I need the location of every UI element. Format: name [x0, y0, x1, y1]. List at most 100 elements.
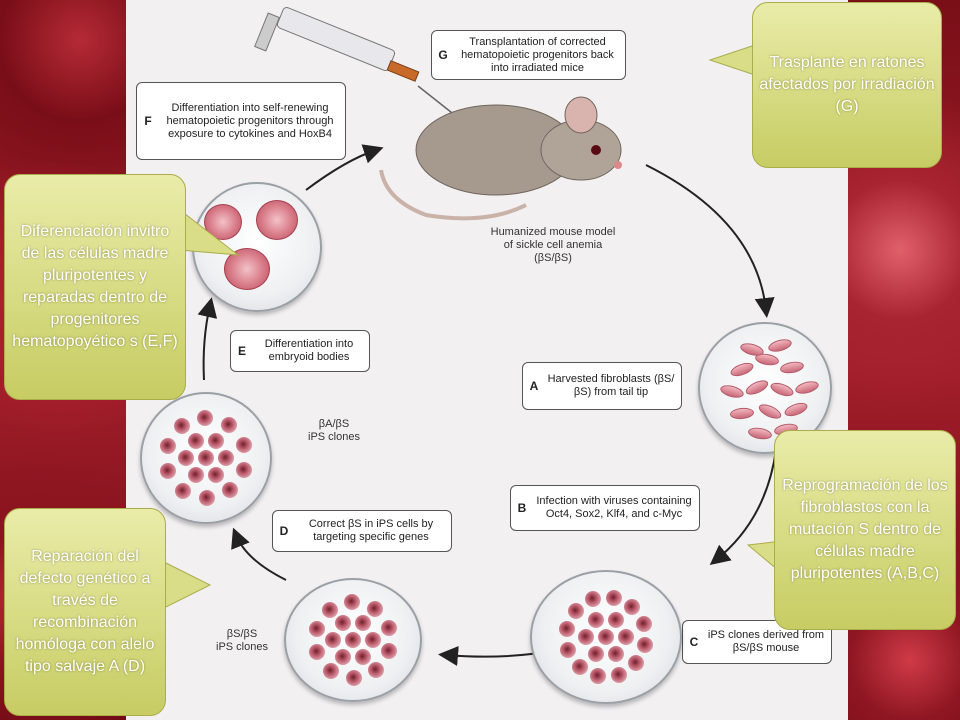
- ips-cell: [381, 643, 398, 660]
- ips-cell: [160, 462, 177, 479]
- corrected-ips-genotype: βA/βS: [318, 418, 350, 430]
- ips-cell: [308, 620, 325, 637]
- step-b-box: B Infection with viruses containing Oct4…: [510, 485, 700, 531]
- mouse-model-line2: of sickle cell anemia: [503, 239, 603, 251]
- ips-cell: [345, 669, 362, 686]
- ips-cell: [221, 417, 238, 434]
- ips-cell: [198, 489, 215, 506]
- ips-cell: [197, 410, 214, 426]
- ips-cell: [174, 417, 191, 434]
- ips-cell: [309, 644, 326, 661]
- step-c-text: iPS clones derived from βS/βS mouse: [707, 629, 825, 654]
- step-a-box: A Harvested fibroblasts (βS/βS) from tai…: [522, 362, 682, 410]
- sickle-ips-clones: iPS clones: [216, 641, 268, 653]
- callout-reprogramming-text: Reprogramación de los fibroblastos con l…: [782, 477, 948, 582]
- sickle-ips-label: βS/βS iPS clones: [202, 628, 282, 654]
- callout-reprogramming: Reprogramación de los fibroblastos con l…: [774, 430, 956, 630]
- step-g-box: G Transplantation of corrected hematopoi…: [431, 30, 626, 80]
- step-e-box: E Differentiation into embryoid bodies: [230, 330, 370, 372]
- ips-cell: [208, 432, 224, 449]
- ips-cell: [335, 649, 351, 666]
- ips-cell: [605, 589, 622, 606]
- corrected-ips-dish: [140, 392, 272, 524]
- callout-transplant-text: Trasplante en ratones afectados por irra…: [759, 54, 935, 115]
- left-upper-pointer: [179, 208, 240, 256]
- ips-cell: [380, 619, 397, 636]
- ips-cell: [558, 621, 575, 638]
- callout-repair-text: Reparación del defecto genético a través…: [15, 548, 155, 675]
- ips-cell: [578, 629, 594, 645]
- step-e-text: Differentiation into embryoid bodies: [264, 338, 354, 363]
- ips-cell: [345, 632, 361, 648]
- callout-differentiation: Diferenciación invitro de las células ma…: [4, 174, 186, 400]
- step-c-letter: C: [689, 634, 699, 649]
- corrected-ips-clones: iPS clones: [308, 431, 360, 443]
- ips-cell: [598, 629, 614, 645]
- step-d-letter: D: [279, 523, 289, 538]
- ips-cell: [618, 629, 634, 645]
- ips-cell: [366, 600, 383, 617]
- step-g-text: Transplantation of corrected hematopoiet…: [461, 35, 614, 74]
- ips-cell: [236, 461, 253, 478]
- arrow-corrected-to-embryoid: [197, 297, 218, 381]
- ips-cell: [335, 614, 351, 631]
- mouse-icon: [379, 96, 622, 221]
- arrow-mouse-to-fibroblasts: [645, 164, 775, 318]
- ips-cell: [608, 611, 624, 628]
- ips-cell: [322, 601, 339, 618]
- derived-ips-dish: [530, 570, 682, 704]
- ips-cell: [637, 636, 654, 653]
- ips-cell: [610, 666, 627, 683]
- callout-transplant: Trasplante en ratones afectados por irra…: [752, 2, 942, 168]
- ips-cell: [608, 646, 624, 663]
- ips-cell: [235, 437, 252, 454]
- ips-cell: [627, 655, 644, 672]
- arrow-progenitors-to-mouse: [305, 144, 384, 191]
- ips-cell: [323, 663, 340, 680]
- ips-cell: [588, 646, 604, 663]
- step-b-text: Infection with viruses containing Oct4, …: [536, 495, 692, 520]
- step-f-box: F Differentiation into self-renewing hem…: [136, 82, 346, 160]
- ips-cell: [571, 658, 588, 675]
- step-d-text: Correct βS in iPS cells by targeting spe…: [308, 518, 434, 543]
- ips-cell: [355, 614, 371, 631]
- step-a-letter: A: [529, 378, 539, 393]
- ips-cell: [560, 641, 577, 658]
- progenitor-colony: [256, 200, 298, 240]
- ips-cell: [355, 649, 371, 666]
- mouse-model-label: Humanized mouse model of sickle cell ane…: [478, 226, 628, 265]
- mouse-model-line3: (βS/βS): [534, 252, 572, 264]
- sickle-cell-ips-therapy-figure: G Transplantation of corrected hematopoi…: [126, 0, 848, 720]
- arrow-fibroblasts-to-ips: [709, 449, 777, 565]
- callout-repair: Reparación del defecto genético a través…: [4, 508, 166, 716]
- ips-cell: [188, 467, 204, 484]
- mouse-model-line1: Humanized mouse model: [490, 226, 616, 238]
- sickle-ips-dish: [284, 578, 422, 702]
- ips-cell: [590, 668, 607, 685]
- cycle-arrows: [197, 7, 777, 666]
- callout-differentiation-text: Diferenciación invitro de las células ma…: [12, 223, 178, 350]
- ips-cell: [624, 599, 641, 616]
- ips-cell: [367, 662, 384, 679]
- ips-cell: [208, 467, 224, 484]
- step-f-text: Differentiation into self-renewing hemat…: [166, 101, 334, 140]
- step-e-letter: E: [237, 343, 246, 358]
- ips-cell: [188, 432, 204, 449]
- corrected-ips-label: βA/βS iPS clones: [294, 418, 374, 444]
- ips-cell: [365, 632, 381, 648]
- ips-cell: [325, 632, 341, 648]
- progenitor-colony: [224, 248, 270, 290]
- step-a-text: Harvested fibroblasts (βS/βS) from tail …: [547, 373, 675, 398]
- sickle-ips-genotype: βS/βS: [226, 628, 258, 640]
- ips-cell: [568, 602, 585, 619]
- step-b-letter: B: [517, 500, 527, 515]
- ips-cell: [588, 611, 604, 628]
- ips-cell: [159, 438, 176, 455]
- step-f-letter: F: [144, 113, 152, 128]
- ips-cell: [198, 450, 214, 466]
- arrow-sickle-to-corrected: [231, 527, 287, 581]
- left-lower-pointer: [159, 559, 212, 611]
- ips-cell: [178, 450, 194, 466]
- ips-cell: [635, 616, 652, 633]
- step-g-letter: G: [438, 47, 448, 62]
